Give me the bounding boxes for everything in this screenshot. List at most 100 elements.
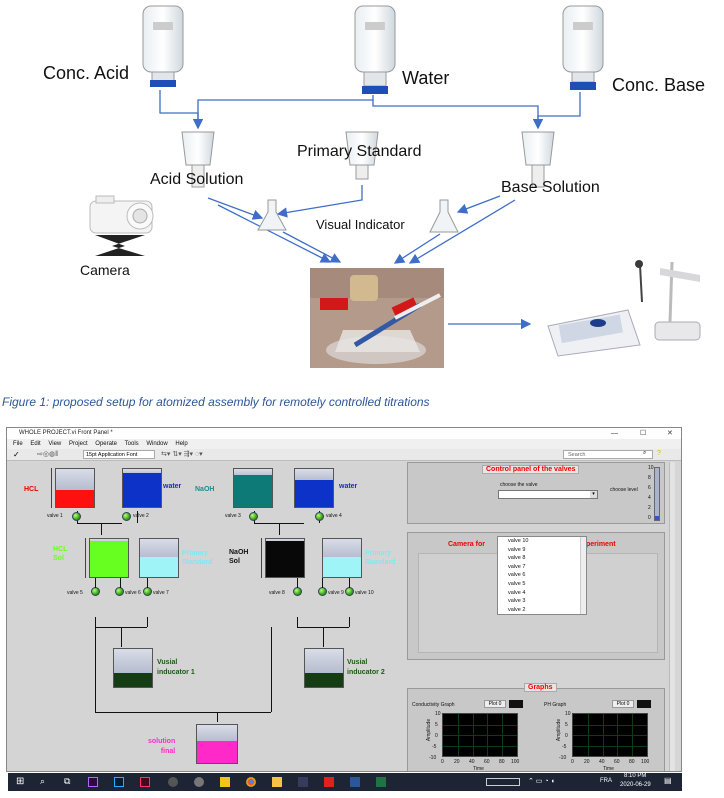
menu-tools[interactable]: Tools (124, 441, 139, 447)
dropdown-item[interactable]: valve 3 (508, 598, 526, 605)
menu-file[interactable]: File (13, 441, 23, 447)
graphs-title: Graphs (524, 683, 557, 692)
close-button[interactable]: ✕ (667, 430, 673, 437)
conc-base-label: Conc. Base (612, 75, 706, 95)
control-panel-group: Control panel of the valves choose the v… (407, 462, 665, 524)
hcl-label: HCL (24, 486, 39, 493)
primary-standard1-label: Primary Standard (182, 550, 213, 566)
valve-8-label: valve 8 (269, 590, 285, 596)
menu-view[interactable]: View (48, 441, 62, 447)
primary-standard2-tank (322, 538, 362, 578)
align-tools-icon[interactable]: ⇆▾ ⇅▾ ⇶▾ ◌▾ (161, 451, 203, 458)
plot-line-icon (637, 700, 651, 708)
menu-operate[interactable]: Operate (95, 441, 117, 447)
naoh-sol-tank (265, 538, 305, 578)
valve-5-lamp[interactable] (91, 587, 100, 596)
ph-plot-legend[interactable]: Plot 0 (612, 700, 634, 708)
valve-9-lamp[interactable] (318, 587, 327, 596)
run-continuous-icon[interactable]: ⇨◎◍‖ (37, 451, 58, 458)
valve-3-label: valve 3 (225, 513, 241, 519)
flask-left-icon (257, 199, 287, 231)
water-label: Water (402, 68, 450, 88)
help-icon[interactable]: ? (657, 450, 661, 457)
clock-date[interactable]: 2020-06-29 (620, 782, 651, 788)
valve-select[interactable] (498, 490, 598, 499)
valve-8-lamp[interactable] (293, 587, 302, 596)
menu-window[interactable]: Window (146, 441, 168, 447)
window-title: WHOLE PROJECT.vi Front Panel * (19, 430, 113, 436)
app-icon[interactable] (168, 777, 178, 787)
setup-diagram (89, 5, 701, 368)
dropdown-item[interactable]: valve 9 (508, 546, 526, 553)
menu-project[interactable]: Project (68, 441, 88, 447)
valve-4-label: valve 4 (326, 513, 342, 519)
dropdown-item[interactable]: valve 2 (508, 606, 526, 613)
run-arrow-icon[interactable]: ✓ (13, 450, 20, 459)
hcl-sol-tank (89, 538, 129, 578)
battery-icon[interactable] (486, 778, 520, 786)
dropdown-item[interactable]: valve 6 (508, 572, 526, 579)
premiere-icon[interactable] (88, 777, 98, 787)
window-titlebar: WHOLE PROJECT.vi Front Panel * — ☐ ✕ (7, 428, 681, 439)
chrome-icon[interactable] (246, 777, 256, 787)
photoshop-icon[interactable] (114, 777, 124, 787)
valve-7-lamp[interactable] (143, 587, 152, 596)
word-icon[interactable] (350, 777, 360, 787)
valve-6-lamp[interactable] (115, 587, 124, 596)
minimize-button[interactable]: — (611, 430, 618, 437)
water1-label: water (163, 483, 182, 490)
conc-acid-label: Conc. Acid (43, 63, 130, 83)
valve-4-lamp[interactable] (315, 512, 324, 521)
indicator1-tank (113, 648, 153, 688)
clock-time[interactable]: 8:10 PM (624, 773, 647, 779)
valve-1-lamp[interactable] (72, 512, 81, 521)
level-slider[interactable] (654, 467, 660, 521)
grid-line (573, 735, 647, 736)
valve-3-lamp[interactable] (249, 512, 258, 521)
notification-icon[interactable]: ▤ (664, 776, 672, 785)
excel-icon[interactable] (376, 777, 386, 787)
hcl-sol-label: HCL Sol (53, 546, 68, 562)
final-label: solution final (148, 738, 176, 755)
language-indicator[interactable]: FRA (600, 778, 612, 784)
valve-2-lamp[interactable] (122, 512, 131, 521)
dropdown-item[interactable]: valve 5 (508, 580, 526, 587)
ph-x-label: Time (603, 766, 614, 772)
grid-line (443, 735, 517, 736)
indesign-icon[interactable] (140, 777, 150, 787)
control-panel-title: Control panel of the valves (482, 465, 580, 474)
conductivity-plot-legend[interactable]: Plot 0 (484, 700, 506, 708)
maximize-button[interactable]: ☐ (640, 430, 647, 437)
chevron-down-icon[interactable]: ▾ (590, 491, 597, 498)
dropdown-item[interactable]: valve 10 (508, 538, 529, 544)
dropdown-item[interactable]: valve 7 (508, 563, 526, 570)
dropdown-item[interactable]: valve 8 (508, 555, 526, 562)
window-scrollbar[interactable] (669, 462, 675, 771)
tray-icons[interactable]: ⌃ ▭ ◔ ◖ (528, 778, 555, 785)
standard-funnel-icon (345, 131, 379, 180)
labview-icon[interactable] (220, 777, 230, 787)
task-view-icon[interactable]: ⧉ (64, 776, 71, 786)
water2-tank (294, 468, 334, 508)
dropdown-scrollbar[interactable] (580, 537, 586, 614)
search-icon[interactable]: ⌕ (40, 776, 46, 786)
menu-edit[interactable]: Edit (30, 441, 41, 447)
search-icon[interactable]: ⌕ (643, 450, 647, 456)
file-explorer-icon[interactable] (272, 777, 282, 787)
valve-1-label: valve 1 (47, 513, 63, 519)
labview-window: WHOLE PROJECT.vi Front Panel * — ☐ ✕ Fil… (6, 427, 682, 772)
font-select[interactable]: 15pt Application Font (83, 450, 155, 459)
app-icon[interactable] (194, 777, 204, 787)
valve-10-lamp[interactable] (345, 587, 354, 596)
windows-start-icon[interactable]: ⊞ (16, 776, 25, 787)
valve-5-label: valve 5 (67, 590, 83, 596)
figure-caption: Figure 1: proposed setup for atomized as… (2, 395, 430, 409)
app-icon[interactable] (298, 777, 308, 787)
dropdown-item[interactable]: valve 4 (508, 589, 526, 596)
acrobat-icon[interactable] (324, 777, 334, 787)
menu-help[interactable]: Help (175, 441, 188, 447)
camera-panel-title: Camera for (448, 541, 485, 548)
search-input[interactable]: Search (563, 450, 653, 459)
base-solution-label: Base Solution (501, 179, 600, 196)
ph-y-label: Amplitude (556, 718, 563, 742)
